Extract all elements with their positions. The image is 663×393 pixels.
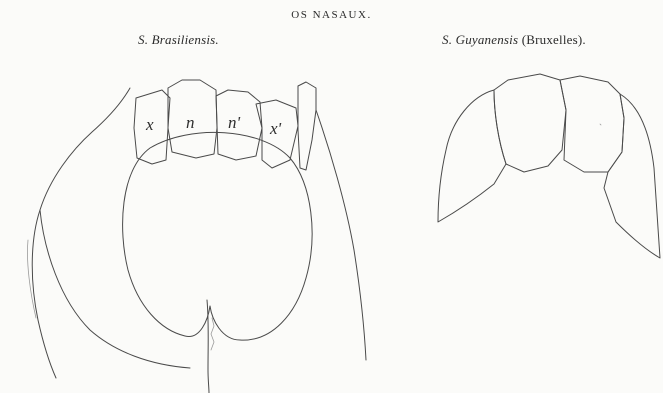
brasiliensis-figure: x n n' x' (27, 80, 366, 393)
right-outer-contour (316, 110, 366, 360)
label-x-prime: x' (269, 119, 282, 138)
right-narrow-bone (298, 82, 316, 170)
guyanensis-center-left-lobe (494, 74, 566, 172)
guyanensis-figure (438, 74, 660, 258)
guyanensis-center-right-lobe (560, 76, 624, 172)
guyanensis-right-wing (604, 94, 660, 258)
label-n: n (186, 113, 195, 132)
left-outer-contour (32, 88, 130, 378)
label-x: x (145, 115, 154, 134)
central-fold-shading (211, 318, 214, 350)
left-cheek-arc (40, 210, 190, 368)
label-n-prime: n' (228, 113, 241, 132)
guyanensis-left-wing (438, 90, 506, 222)
left-outer-shading (27, 240, 36, 318)
guyanensis-mark (600, 124, 601, 125)
